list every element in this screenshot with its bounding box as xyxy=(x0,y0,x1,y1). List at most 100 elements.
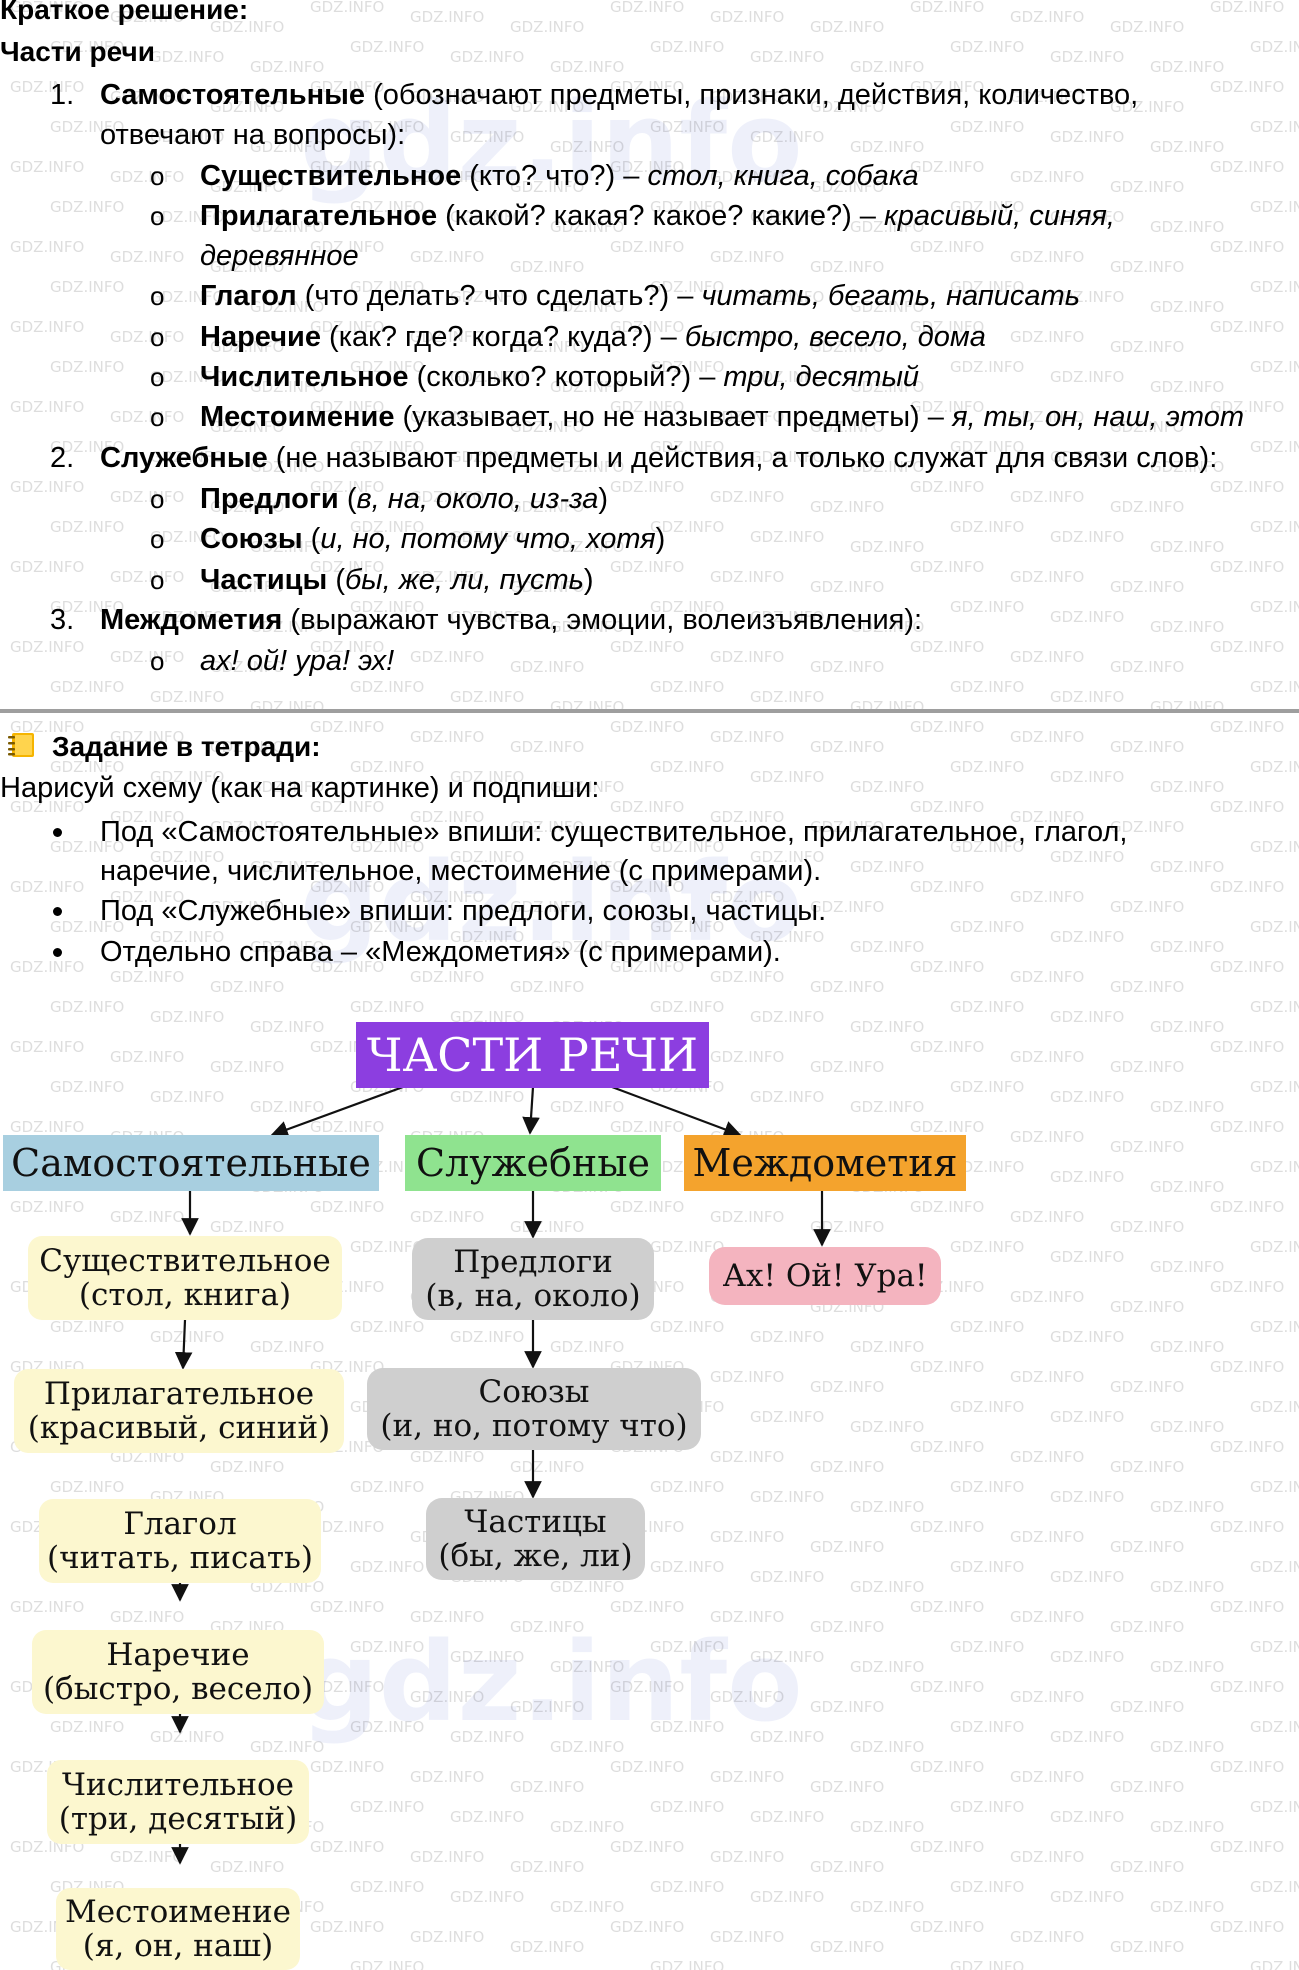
node-name: Числительное xyxy=(61,1767,295,1803)
term: Числительное xyxy=(200,361,409,393)
list-item: Наречие (как? где? когда? куда?) – быстр… xyxy=(200,317,986,357)
notebook-icon xyxy=(8,733,34,757)
paren: ) xyxy=(583,564,594,596)
term: Наречие xyxy=(200,321,321,353)
sub-bullet: o xyxy=(150,565,165,595)
node-adjective: Прилагательное (красивый, синий) xyxy=(14,1369,344,1453)
task-bullet-cont: наречие, числительное, местоимение (с пр… xyxy=(100,855,822,887)
node-verb: Глагол (читать, писать) xyxy=(39,1499,321,1583)
page-title: Краткое решение: xyxy=(0,0,249,25)
sub-bullet: o xyxy=(150,484,165,514)
term: Прилагательное xyxy=(200,200,438,232)
sub-bullet: o xyxy=(150,646,165,676)
term: Местоимение xyxy=(200,401,395,433)
term: Частицы xyxy=(200,564,328,596)
category-label: Междометия xyxy=(692,1141,958,1185)
node-interjections: Ах! Ой! Ура! xyxy=(709,1247,941,1305)
sub-bullet: o xyxy=(150,281,165,311)
node-name: Глагол xyxy=(123,1506,237,1542)
category-service: Служебные xyxy=(405,1135,661,1191)
list-item-independent: Самостоятельные (обозначают предметы, пр… xyxy=(100,75,1138,115)
node-name: Существительное xyxy=(39,1243,331,1279)
node-pronoun: Местоимение (я, он, наш) xyxy=(56,1888,300,1970)
node-examples: (быстро, весело) xyxy=(42,1671,314,1707)
node-particles: Частицы (бы, же, ли) xyxy=(426,1498,645,1580)
node-examples: (три, десятый) xyxy=(58,1801,298,1837)
list-item: Глагол (что делать? что сделать?) – чита… xyxy=(200,276,1080,316)
list-item: Союзы (и, но, потому что, хотя) xyxy=(200,519,665,559)
node-name: Союзы xyxy=(478,1374,590,1410)
examples-cont: деревянное xyxy=(200,240,359,272)
list-item: Числительное (сколько? который?) – три, … xyxy=(200,357,919,397)
node-numeral: Числительное (три, десятый) xyxy=(47,1760,309,1844)
diagram-title: ЧАСТИ РЕЧИ xyxy=(356,1022,709,1088)
node-examples: (в, на, около) xyxy=(425,1278,641,1314)
sub-bullet: o xyxy=(150,524,165,554)
node-adverb: Наречие (быстро, весело) xyxy=(32,1630,324,1714)
sub-bullet: o xyxy=(150,362,165,392)
task-bullet: Под «Самостоятельные» впиши: существител… xyxy=(100,816,1128,848)
list-item: Прилагательное (какой? какая? какое? как… xyxy=(200,196,1115,236)
question: (сколько? который?) – xyxy=(408,361,724,393)
bullet xyxy=(53,828,62,837)
arrow xyxy=(174,1319,193,1370)
examples: я, ты, он, наш, этот xyxy=(951,401,1245,433)
item-description: (обозначают предметы, признаки, действия… xyxy=(365,79,1139,111)
examples: красивый, синяя, xyxy=(884,200,1115,232)
list-number: 1. xyxy=(50,79,75,111)
term-service: Служебные xyxy=(100,442,268,474)
examples: стол, книга, собака xyxy=(647,160,919,192)
sub-bullet: o xyxy=(150,161,165,191)
list-item: Существительное (кто? что?) – стол, книг… xyxy=(200,156,919,196)
node-name: Местоимение xyxy=(64,1894,292,1930)
list-number: 2. xyxy=(50,442,75,474)
term-interjections: Междометия xyxy=(100,604,283,636)
arrow-title-to-interjections xyxy=(611,1085,742,1138)
question: (что делать? что сделать?) – xyxy=(296,280,702,312)
examples: бы, же, ли, пусть xyxy=(344,564,584,596)
paren: ( xyxy=(327,564,345,596)
node-noun: Существительное (стол, книга) xyxy=(28,1236,342,1320)
node-examples: (бы, же, ли) xyxy=(438,1538,633,1574)
list-item-interjections: Междометия (выражают чувства, эмоции, во… xyxy=(100,600,922,640)
task-intro: Нарисуй схему (как на картинке) и подпиш… xyxy=(0,772,600,804)
node-examples: (читать, писать) xyxy=(47,1540,313,1576)
list-number: 3. xyxy=(50,604,75,636)
category-label: Служебные xyxy=(416,1141,650,1185)
examples: в, на, около, из-за xyxy=(356,483,599,515)
section-divider xyxy=(0,709,1299,713)
node-examples: (я, он, наш) xyxy=(82,1928,274,1964)
category-interjections: Междометия xyxy=(684,1135,966,1191)
sub-bullet: o xyxy=(150,322,165,352)
sub-bullet: o xyxy=(150,201,165,231)
term: Союзы xyxy=(200,523,303,555)
paren: ( xyxy=(338,483,357,515)
item-description-cont: отвечают на вопросы): xyxy=(100,119,406,151)
task-bullet: Под «Служебные» впиши: предлоги, союзы, … xyxy=(100,895,827,927)
term: Предлоги xyxy=(200,483,339,515)
node-name: Прилагательное xyxy=(43,1376,315,1412)
task-bullet: Отдельно справа – «Междометия» (с пример… xyxy=(100,936,781,968)
task-title: Задание в тетради: xyxy=(52,731,321,762)
paren: ) xyxy=(598,483,609,515)
node-name: Предлоги xyxy=(453,1244,613,1280)
node-prepositions: Предлоги (в, на, около) xyxy=(412,1238,654,1320)
paren: ) xyxy=(655,523,666,555)
node-conjunctions: Союзы (и, но, потому что) xyxy=(367,1368,701,1450)
examples: читать, бегать, написать xyxy=(701,280,1080,312)
item-description: (выражают чувства, эмоции, волеизъявлени… xyxy=(282,604,923,636)
list-item: Местоимение (указывает, но не называет п… xyxy=(200,397,1244,437)
item-description: (не называют предметы и действия, а толь… xyxy=(267,442,1218,474)
bullet xyxy=(53,948,62,957)
sub-bullet: o xyxy=(150,402,165,432)
arrow-title-to-independent xyxy=(270,1085,404,1138)
examples: быстро, весело, дома xyxy=(684,321,986,353)
term: Существительное xyxy=(200,160,462,192)
examples: и, но, потому что, хотя xyxy=(320,523,656,555)
question: (как? где? когда? куда?) – xyxy=(320,321,685,353)
node-examples: (стол, книга) xyxy=(78,1277,292,1313)
examples: три, десятый xyxy=(723,361,920,393)
section-title: Части речи xyxy=(0,36,155,67)
